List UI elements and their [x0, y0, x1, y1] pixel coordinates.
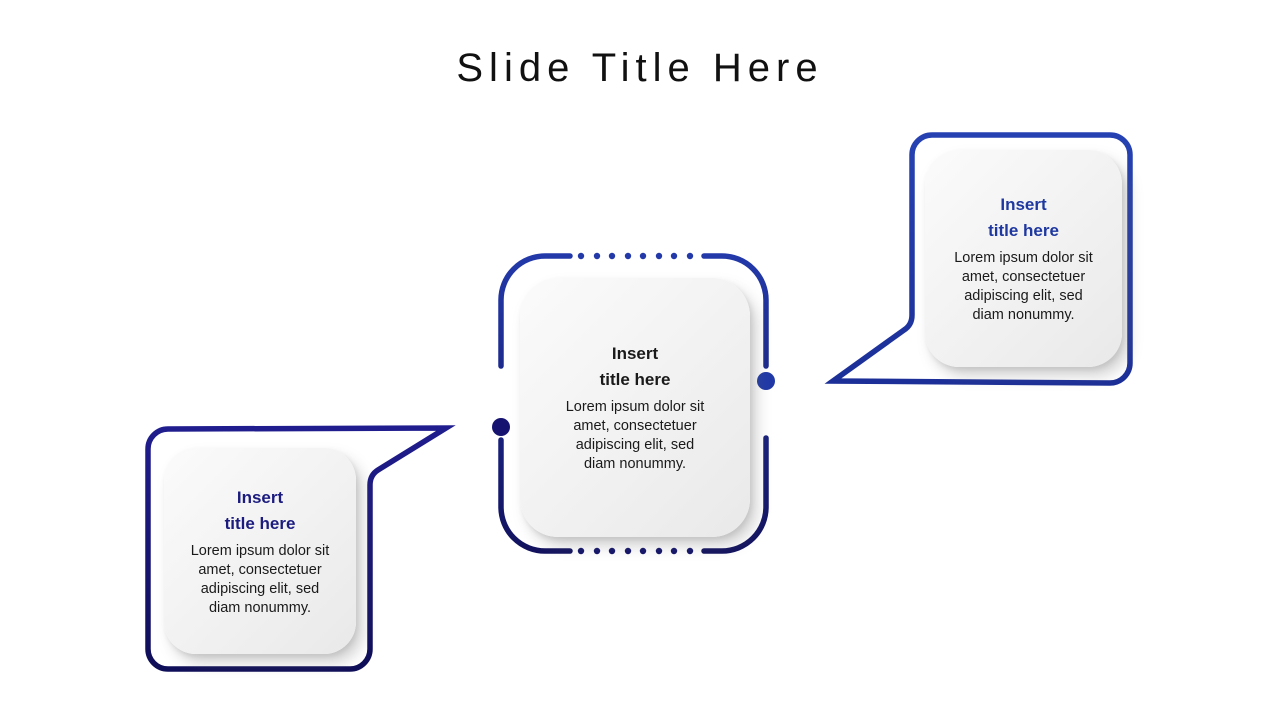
- card-title-line: Insert: [611, 344, 659, 363]
- card-title: Insert title here: [600, 341, 671, 393]
- card-body: Lorem ipsum dolor sit amet, consectetuer…: [566, 398, 705, 474]
- card-body-line: adipiscing elit, sed: [964, 288, 1083, 304]
- card-title-line: Insert: [1000, 195, 1047, 214]
- card-body-line: amet, consectetuer: [573, 418, 697, 434]
- card-top-right: Insert title here Lorem ipsum dolor sit …: [925, 150, 1122, 367]
- card-body: Lorem ipsum dolor sit amet, consectetuer…: [954, 249, 1093, 325]
- card-bottom-left: Insert title here Lorem ipsum dolor sit …: [164, 448, 356, 654]
- frame-connector-dot-right: [757, 372, 775, 390]
- card-title: Insert title here: [988, 192, 1059, 244]
- card-body-line: adipiscing elit, sed: [200, 580, 320, 597]
- frame-corner-top-left: [498, 253, 573, 369]
- card-title-line: Insert: [236, 487, 284, 507]
- card-body-line: diam nonummy.: [972, 307, 1075, 323]
- card-body-line: amet, consectetuer: [198, 561, 322, 578]
- frame-corner-bottom-right: [701, 435, 769, 554]
- frame-connector-dot-left: [492, 418, 510, 436]
- card-body: Lorem ipsum dolor sit amet, consectetuer…: [191, 542, 330, 618]
- card-body-line: adipiscing elit, sed: [575, 437, 695, 453]
- frame-dots-top: [577, 252, 694, 260]
- card-title-line: title here: [988, 221, 1059, 240]
- center-frame-corners: [498, 253, 769, 554]
- frame-corner-top-right: [701, 253, 769, 369]
- card-center: Insert title here Lorem ipsum dolor sit …: [520, 278, 750, 537]
- frame-dots-bottom: [577, 547, 694, 555]
- card-title: Insert title here: [225, 485, 296, 537]
- card-body-line: diam nonummy.: [583, 456, 687, 472]
- card-body-line: Lorem ipsum dolor sit: [190, 542, 330, 559]
- frame-corner-bottom-left: [498, 437, 573, 554]
- card-title-line: title here: [224, 513, 296, 533]
- card-body-line: diam nonummy.: [208, 599, 312, 616]
- card-body-line: Lorem ipsum dolor sit: [954, 250, 1093, 266]
- card-title-line: title here: [599, 370, 671, 389]
- card-body-line: amet, consectetuer: [961, 269, 1086, 285]
- card-body-line: Lorem ipsum dolor sit: [565, 399, 705, 415]
- slide-title: Slide Title Here: [456, 46, 824, 90]
